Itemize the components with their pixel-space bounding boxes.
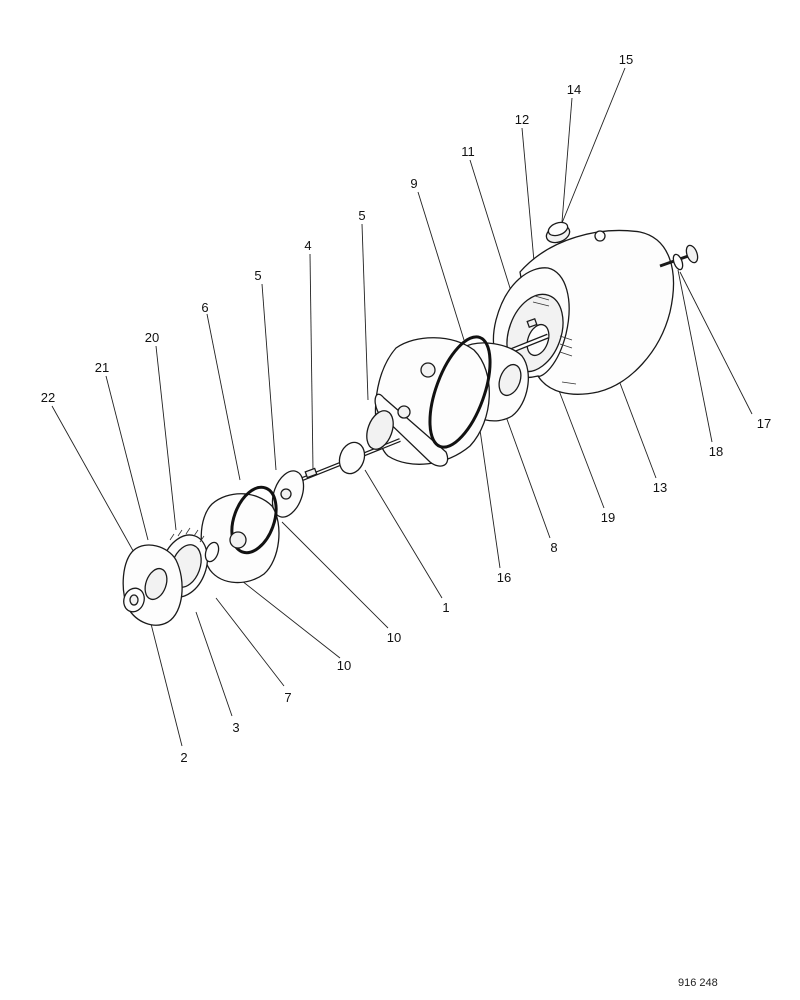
leader-lines bbox=[51, 67, 753, 747]
callout-20: 20 bbox=[145, 330, 159, 345]
key-part-4 bbox=[304, 467, 318, 479]
callout-10-lower: 10 bbox=[337, 658, 351, 673]
callout-5-upper: 5 bbox=[358, 208, 365, 223]
leader-6 bbox=[206, 313, 241, 481]
leader-5b bbox=[361, 223, 369, 401]
leader-17 bbox=[679, 271, 753, 415]
callout-labels: 15 14 12 11 9 5 4 5 6 20 21 22 17 18 13 … bbox=[41, 52, 771, 765]
leader-14 bbox=[561, 97, 573, 223]
callout-21: 21 bbox=[95, 360, 109, 375]
leader-15 bbox=[559, 67, 626, 229]
callout-18: 18 bbox=[709, 444, 723, 459]
callout-13: 13 bbox=[653, 480, 667, 495]
callout-2: 2 bbox=[180, 750, 187, 765]
rotor-part-5 bbox=[271, 470, 305, 518]
leader-4 bbox=[309, 253, 314, 471]
plug-part-14-15 bbox=[545, 221, 571, 244]
callout-9: 9 bbox=[410, 176, 417, 191]
figure-reference-number: 916 248 bbox=[678, 977, 718, 989]
leader-7 bbox=[215, 597, 285, 687]
callout-11: 11 bbox=[461, 144, 475, 159]
callout-10-upper: 10 bbox=[387, 630, 401, 645]
leader-10a bbox=[227, 569, 341, 659]
callout-17: 17 bbox=[757, 416, 771, 431]
callout-16: 16 bbox=[497, 570, 511, 585]
leader-1 bbox=[364, 469, 443, 599]
callout-22: 22 bbox=[41, 390, 55, 405]
leader-20 bbox=[155, 345, 177, 531]
callout-12: 12 bbox=[515, 112, 529, 127]
front-cover-part-22-2-3 bbox=[122, 544, 183, 626]
callout-15: 15 bbox=[619, 52, 633, 67]
leader-21 bbox=[105, 375, 149, 541]
leader-2 bbox=[147, 611, 183, 747]
callout-19: 19 bbox=[601, 510, 615, 525]
leader-3 bbox=[195, 611, 233, 717]
leader-18 bbox=[677, 269, 713, 443]
callout-4: 4 bbox=[304, 238, 311, 253]
callout-7: 7 bbox=[284, 690, 291, 705]
leader-22 bbox=[51, 405, 137, 557]
body-part-9-16 bbox=[374, 335, 492, 467]
leader-8 bbox=[499, 399, 551, 539]
callout-8: 8 bbox=[550, 540, 557, 555]
leader-9 bbox=[417, 191, 465, 341]
bolt-part-17-18 bbox=[659, 244, 699, 271]
leader-5a bbox=[261, 283, 277, 471]
leader-10b bbox=[281, 521, 389, 629]
leader-19 bbox=[557, 387, 605, 509]
callout-1: 1 bbox=[442, 600, 449, 615]
callout-3: 3 bbox=[232, 720, 239, 735]
callout-5-lower: 5 bbox=[254, 268, 261, 283]
leader-16 bbox=[479, 429, 501, 569]
end-plate-part-6-10 bbox=[200, 485, 280, 584]
callout-14: 14 bbox=[567, 82, 581, 97]
callout-6: 6 bbox=[201, 300, 208, 315]
